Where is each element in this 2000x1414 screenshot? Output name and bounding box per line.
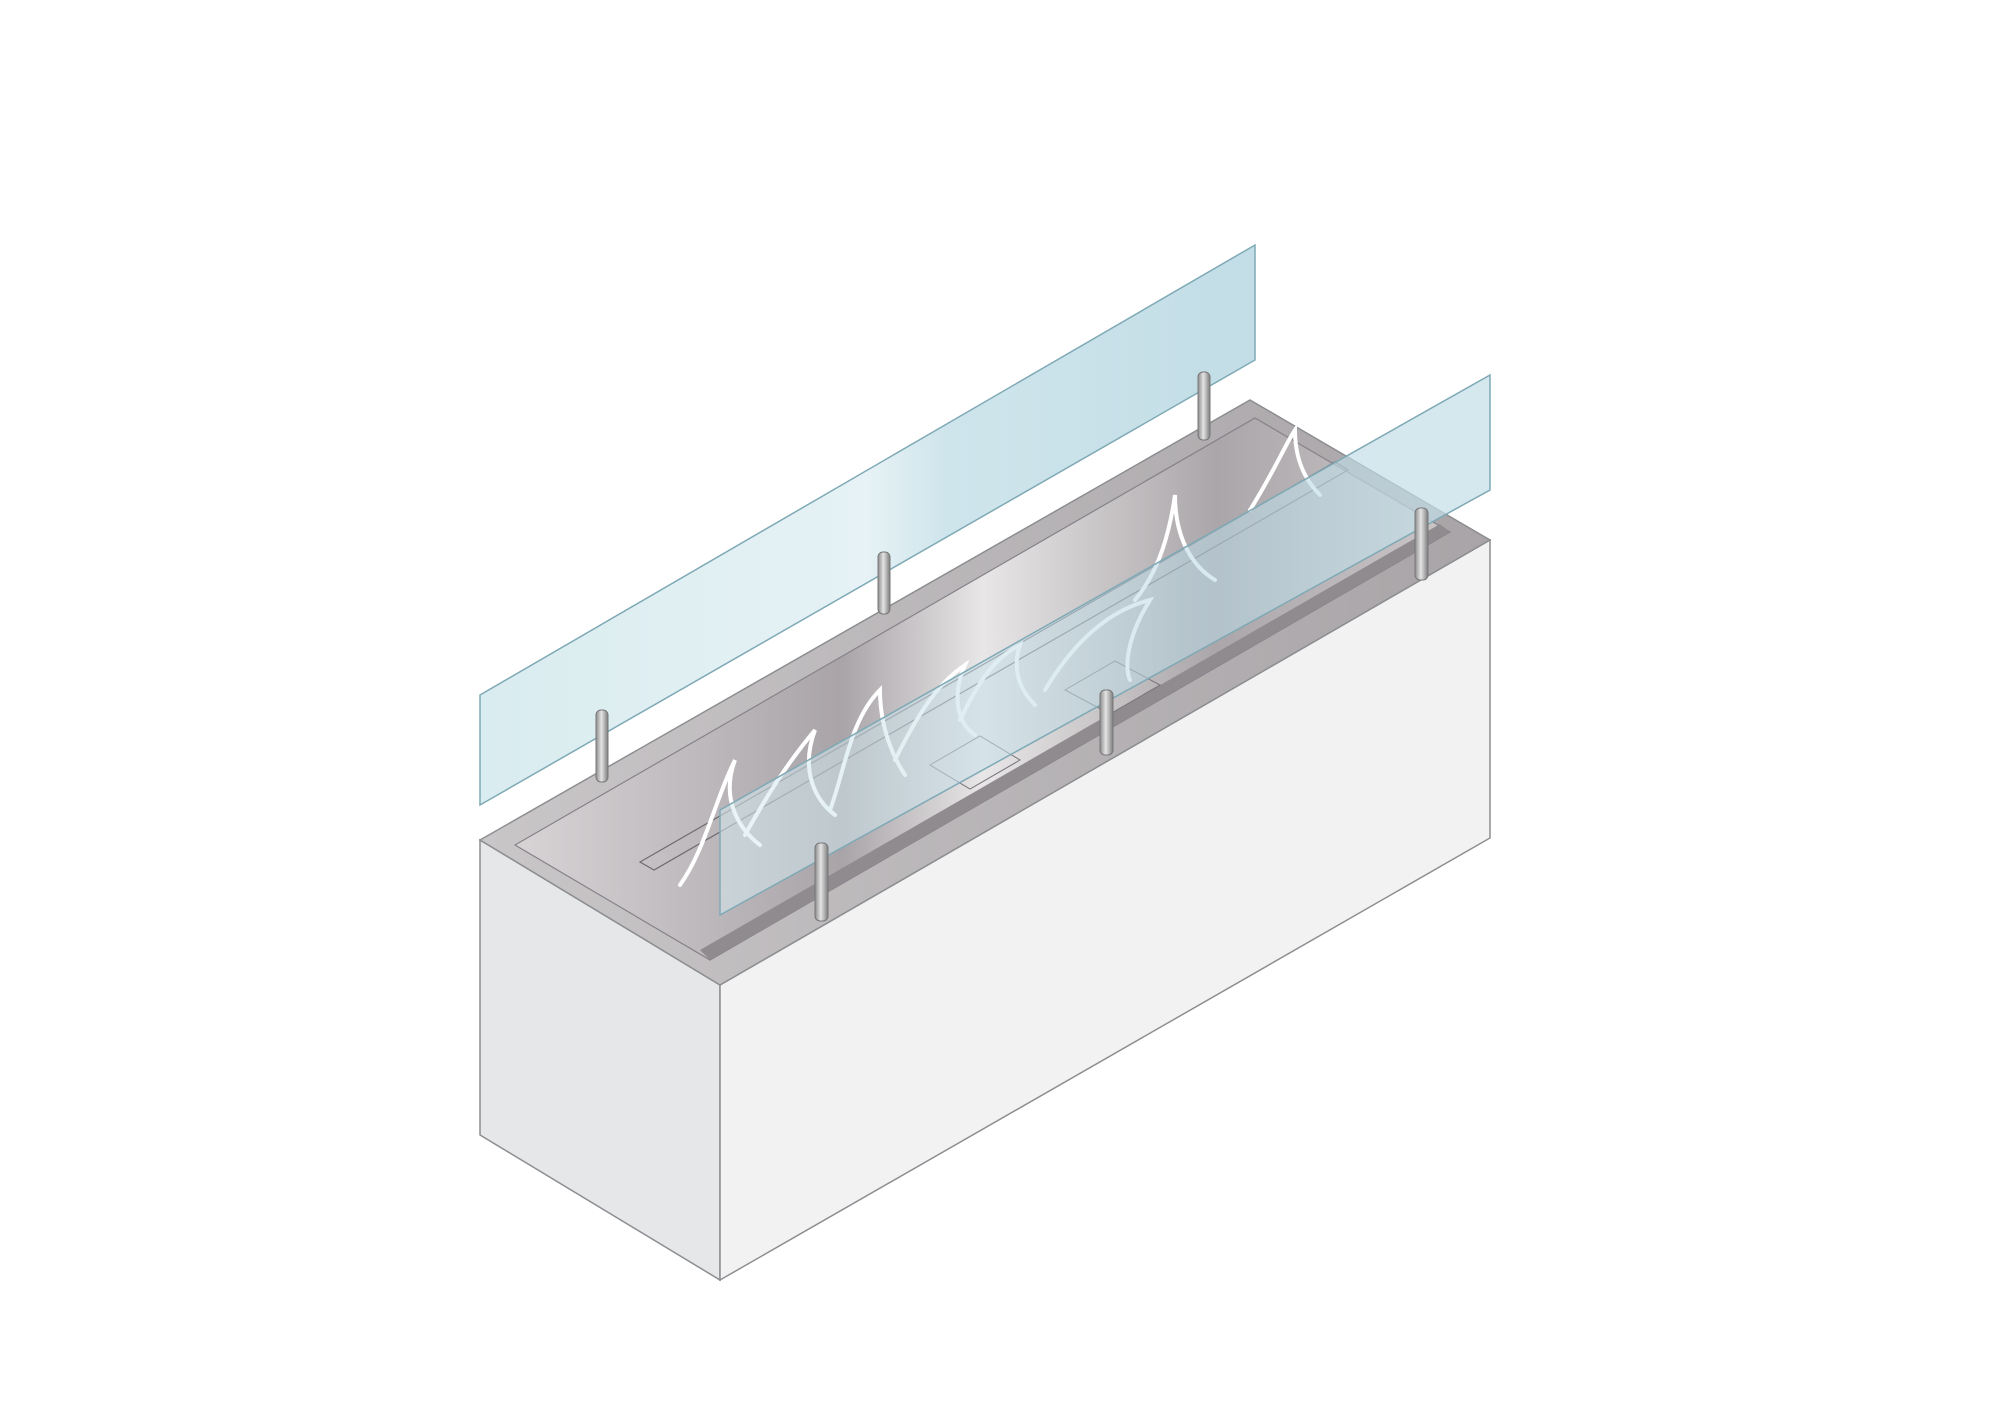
- tray-front-lip: [700, 524, 1450, 960]
- back-panel-posts: [595, 371, 1211, 783]
- front-panel-posts: [814, 507, 1429, 922]
- post-front-right: [1414, 507, 1429, 581]
- front-glass-panel: [719, 373, 1491, 917]
- post-back-left: [595, 709, 609, 783]
- post-back-right: [1197, 371, 1211, 441]
- back-glass-panel: [479, 243, 1256, 807]
- post-front-left: [814, 842, 829, 922]
- post-back-middle: [877, 551, 891, 615]
- post-front-middle: [1099, 689, 1114, 756]
